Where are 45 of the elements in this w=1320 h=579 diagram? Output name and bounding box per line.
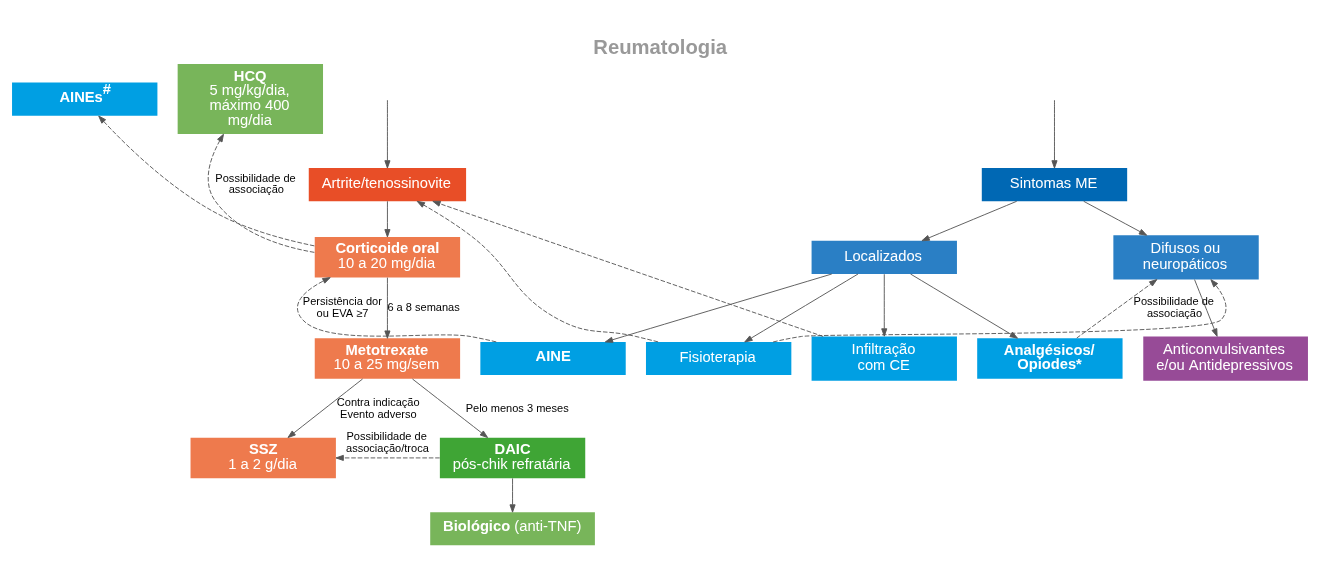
node-box: Sintomas ME <box>981 167 1128 201</box>
arrow <box>1051 99 1058 168</box>
node-box: Analgésicos/ Opiodes* <box>977 337 1123 379</box>
node-box: Infiltração com CE <box>811 335 957 381</box>
arrow <box>287 378 364 438</box>
edge-label: Pelo menos 3 meses <box>465 401 569 414</box>
arrow <box>384 99 391 168</box>
arrow <box>509 477 516 513</box>
arrow <box>604 273 833 343</box>
node-box: Artrite/tenossinovite <box>308 167 467 201</box>
arrow <box>910 273 1018 339</box>
node-box: Corticoide oral 10 a 20 mg/dia <box>314 236 461 278</box>
node-box: Localizados <box>811 240 957 274</box>
arrow <box>1194 278 1218 337</box>
node-box: Biológico (anti-TNF) <box>430 511 595 545</box>
arrow <box>1083 200 1148 236</box>
arrow <box>412 378 489 438</box>
arrow <box>98 115 315 246</box>
node-box: Anticonvulsivantes e/ou Antidepressivos <box>1143 335 1308 381</box>
edge-label: Contra indicação Evento adverso <box>336 395 420 420</box>
arrow <box>772 278 1227 342</box>
edge-label: Possibilidade de associação/troca <box>346 429 429 454</box>
node-box: AINE <box>480 341 626 375</box>
arrow <box>881 273 888 337</box>
edge-label: Persistência dor ou EVA ≥7 <box>302 294 382 319</box>
edge-label: Possibilidade de associação <box>1133 294 1214 319</box>
edge-label: 6 a 8 semanas <box>387 300 460 313</box>
arrow <box>744 273 859 342</box>
arrow <box>384 200 391 237</box>
edge-label: Possibilidade de associação <box>215 171 296 195</box>
node-box: Difusos ou neuropáticos <box>1113 234 1259 279</box>
arrow <box>416 200 659 342</box>
arrow <box>432 200 824 337</box>
arrow <box>207 133 315 253</box>
arrow <box>921 200 1018 241</box>
node-box: HCQ 5 mg/kg/dia, máximo 400 mg/dia <box>177 63 323 134</box>
arrow <box>297 276 497 342</box>
node-box: Fisioterapia <box>645 341 792 375</box>
node-box: DAIC pós-chik refratária <box>439 437 586 478</box>
node-box: SSZ 1 a 2 g/dia <box>190 437 336 478</box>
node-box: Metotrexate 10 a 25 mg/sem <box>314 337 461 379</box>
arrow <box>335 454 441 461</box>
diagram-title: Reumatologia <box>593 35 728 58</box>
arrow <box>1076 278 1158 338</box>
arrow <box>384 276 391 339</box>
